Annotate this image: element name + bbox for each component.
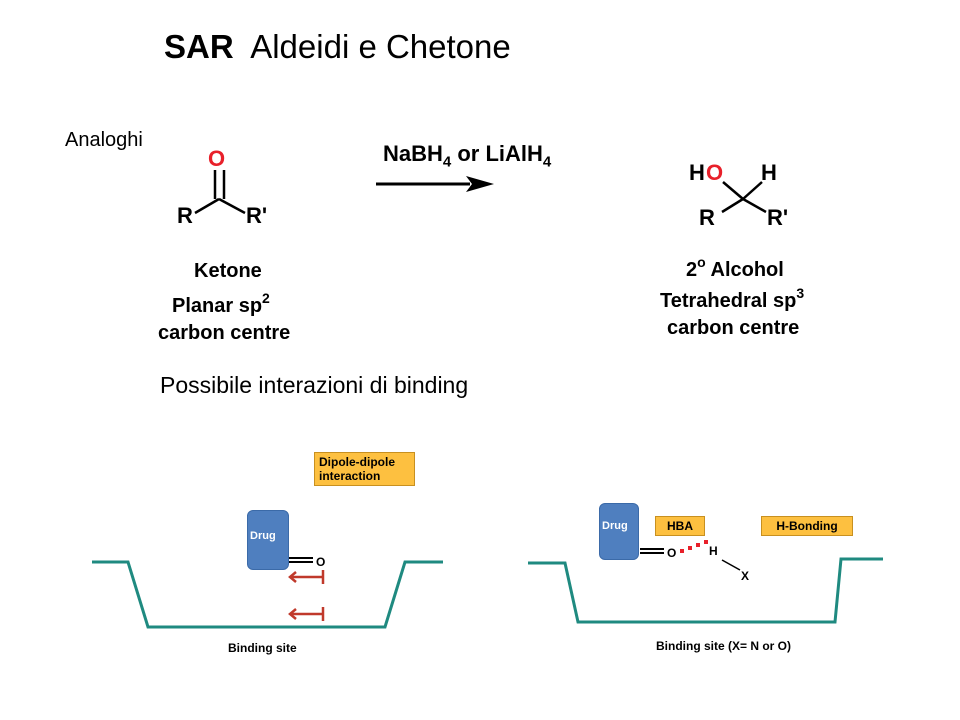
right-binding-site	[528, 557, 883, 624]
ketone-centre: carbon centre	[158, 322, 291, 344]
ketone-hybrid: Planar sp2	[172, 290, 270, 317]
hydrogen-bond-dots	[680, 540, 708, 553]
ketone-rprime: R'	[246, 203, 268, 228]
left-oxygen: O	[316, 555, 326, 569]
alcohol-h2: H	[761, 160, 777, 185]
page-title: SAR Aldeidi e Chetone	[164, 28, 511, 66]
hbond-box: H-Bonding	[761, 516, 853, 536]
ketone-r: R	[177, 203, 193, 228]
ketone-name: Ketone	[194, 260, 262, 282]
h-x-bond	[721, 559, 741, 571]
alcohol-h1: H	[689, 160, 705, 185]
dipole-box: Dipole-dipole interaction	[314, 452, 415, 486]
section-title: Possibile interazioni di binding	[160, 372, 469, 398]
ketone-oxygen: O	[208, 146, 226, 171]
reagent-label: NaBH4 or LiAlH4	[383, 141, 552, 171]
title-bold: SAR	[164, 28, 234, 65]
reaction-arrow	[376, 176, 494, 192]
alcohol-r: R	[699, 205, 715, 230]
alcohol-hybrid: Tetrahedral sp3	[660, 285, 805, 312]
alcohol-bonds	[721, 181, 767, 214]
hba-box: HBA	[655, 516, 705, 536]
ketone-bonds	[194, 170, 246, 215]
left-carbonyl	[289, 557, 313, 563]
alcohol-name: 2o Alcohol	[686, 254, 784, 281]
analoghi-label: Analoghi	[65, 129, 143, 151]
left-drug: Drug	[247, 510, 289, 570]
dipole-arrows	[288, 570, 325, 621]
right-site-label: Binding site (X= N or O)	[656, 639, 792, 653]
right-hydrogen: H	[709, 544, 718, 558]
alcohol-centre: carbon centre	[667, 317, 800, 339]
right-oxygen: O	[667, 546, 677, 560]
right-carbonyl	[640, 548, 664, 554]
right-drug: Drug	[599, 503, 639, 560]
right-x: X	[741, 569, 750, 583]
left-site-label: Binding site	[228, 641, 297, 655]
title-rest: Aldeidi e Chetone	[250, 28, 511, 65]
alcohol-oxygen: O	[706, 160, 724, 185]
alcohol-rprime: R'	[767, 205, 789, 230]
left-binding-site	[92, 560, 443, 629]
